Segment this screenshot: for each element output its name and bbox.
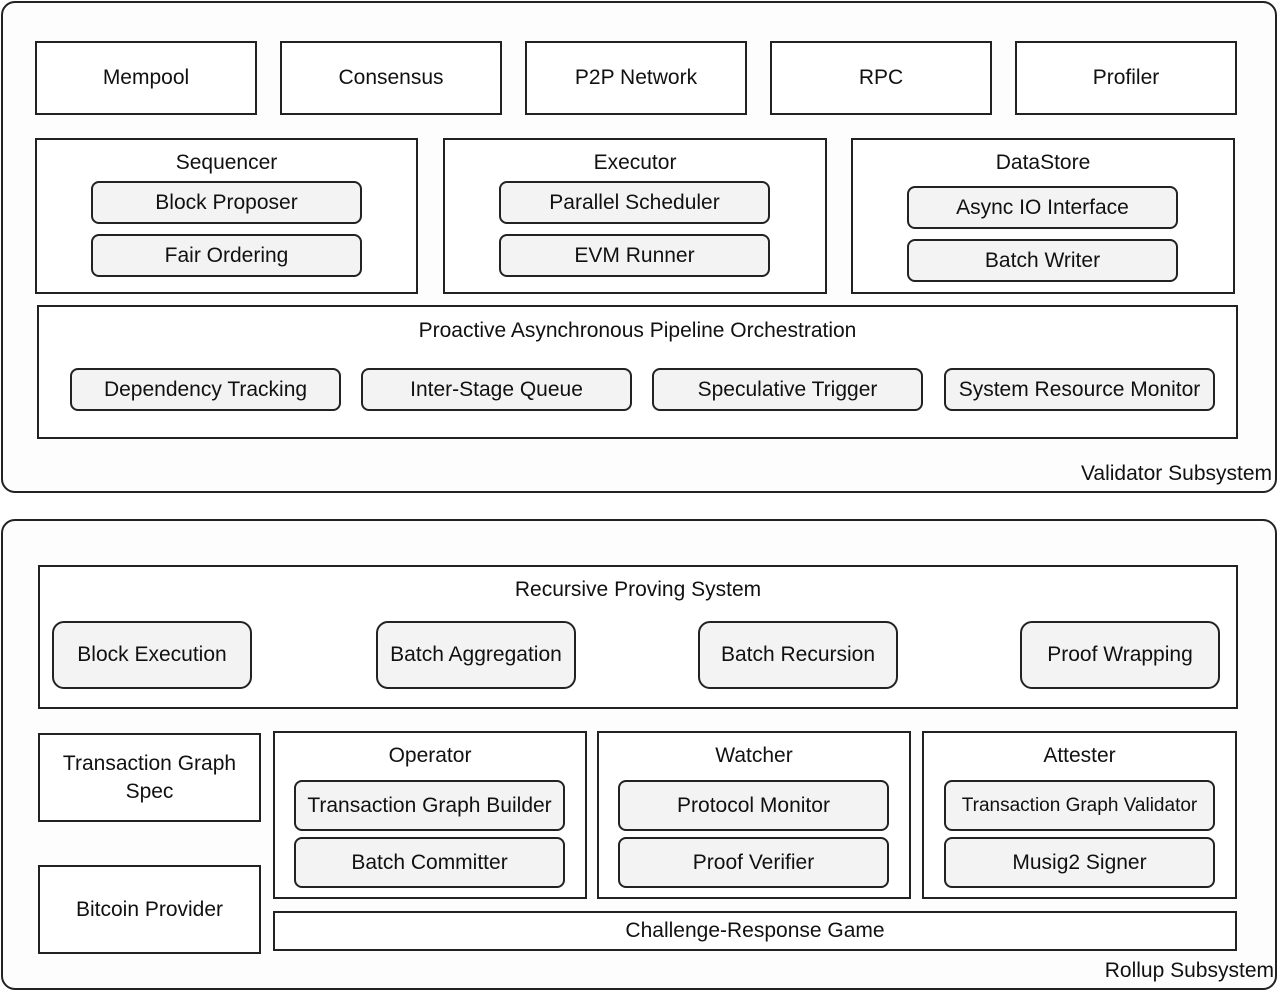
- transaction-graph-spec-box: Transaction Graph Spec: [38, 733, 261, 822]
- attester-title: Attester: [1043, 744, 1116, 767]
- batch-committer-box: Batch Committer: [294, 837, 565, 888]
- recursive-proving-title: Recursive Proving System: [514, 578, 762, 601]
- mempool-box: Mempool: [35, 41, 257, 115]
- watcher-title: Watcher: [715, 744, 793, 767]
- rpc-box: RPC: [770, 41, 992, 115]
- operator-title: Operator: [388, 744, 472, 767]
- parallel-scheduler-box: Parallel Scheduler: [499, 181, 770, 224]
- profiler-box: Profiler: [1015, 41, 1237, 115]
- bitcoin-provider-box: Bitcoin Provider: [38, 865, 261, 954]
- rollup-subsystem-label: Rollup Subsystem: [1104, 959, 1274, 982]
- musig2-signer-box: Musig2 Signer: [944, 837, 1215, 888]
- proof-verifier-box: Proof Verifier: [618, 837, 889, 888]
- consensus-box: Consensus: [280, 41, 502, 115]
- transaction-graph-validator-box: Transaction Graph Validator: [944, 780, 1215, 831]
- transaction-graph-builder-box: Transaction Graph Builder: [294, 780, 565, 831]
- dependency-tracking-box: Dependency Tracking: [70, 368, 341, 411]
- batch-recursion-box: Batch Recursion: [698, 621, 898, 689]
- sequencer-title: Sequencer: [175, 151, 278, 174]
- protocol-monitor-box: Protocol Monitor: [618, 780, 889, 831]
- async-io-interface-box: Async IO Interface: [907, 186, 1178, 229]
- inter-stage-queue-box: Inter-Stage Queue: [361, 368, 632, 411]
- pipeline-title: Proactive Asynchronous Pipeline Orchestr…: [418, 319, 857, 342]
- block-execution-box: Block Execution: [52, 621, 252, 689]
- evm-runner-box: EVM Runner: [499, 234, 770, 277]
- speculative-trigger-box: Speculative Trigger: [652, 368, 923, 411]
- fair-ordering-box: Fair Ordering: [91, 234, 362, 277]
- proof-wrapping-box: Proof Wrapping: [1020, 621, 1220, 689]
- datastore-title: DataStore: [995, 151, 1091, 174]
- system-resource-monitor-box: System Resource Monitor: [944, 368, 1215, 411]
- block-proposer-box: Block Proposer: [91, 181, 362, 224]
- batch-writer-box: Batch Writer: [907, 239, 1178, 282]
- challenge-response-game-box: Challenge-Response Game: [273, 911, 1237, 951]
- executor-title: Executor: [593, 151, 677, 174]
- validator-subsystem-label: Validator Subsystem: [1080, 462, 1272, 485]
- batch-aggregation-box: Batch Aggregation: [376, 621, 576, 689]
- p2p-network-box: P2P Network: [525, 41, 747, 115]
